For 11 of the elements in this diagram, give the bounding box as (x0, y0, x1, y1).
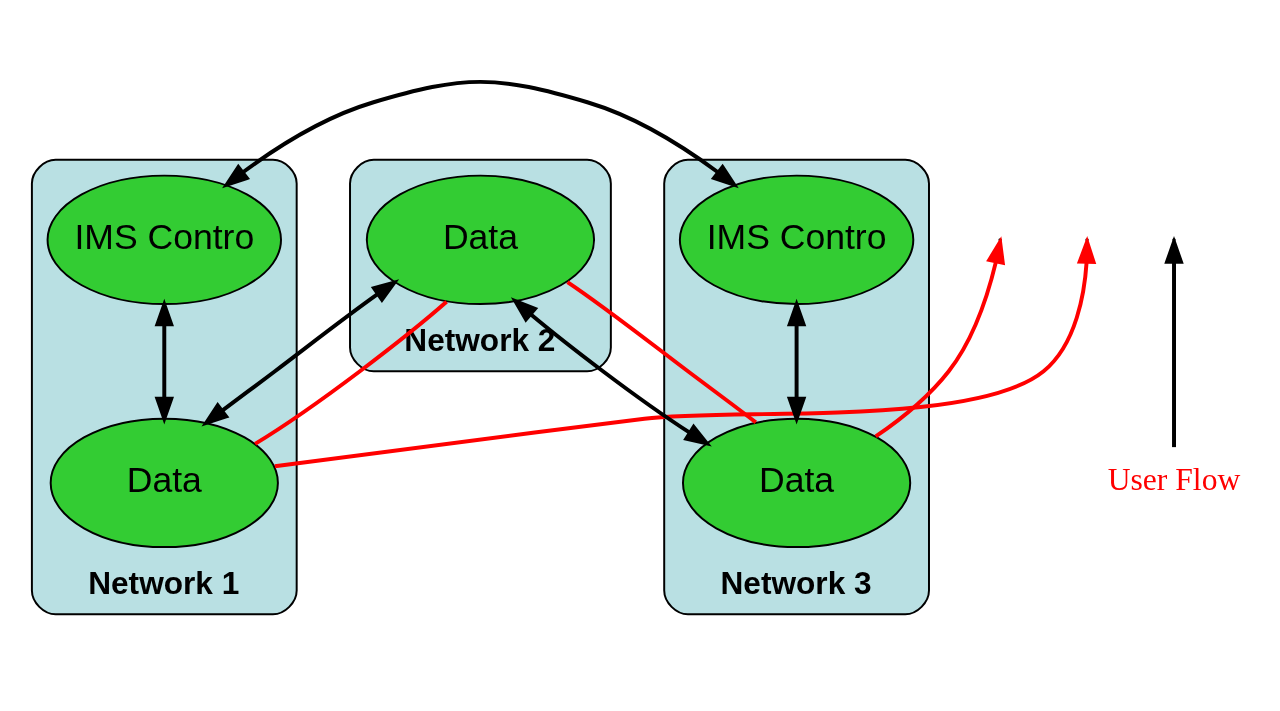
node-ellipse: IMS Contro (46, 174, 282, 305)
arrow (154, 298, 174, 424)
node-ellipse: Data (49, 417, 279, 548)
connector (566, 279, 757, 424)
connector (254, 299, 448, 446)
arrow (222, 79, 739, 188)
arrow (510, 296, 712, 447)
node-ellipse: IMS Contro (678, 174, 915, 305)
arrow (786, 298, 807, 424)
node-text: User Flow (1107, 461, 1241, 497)
arrow (201, 278, 400, 427)
